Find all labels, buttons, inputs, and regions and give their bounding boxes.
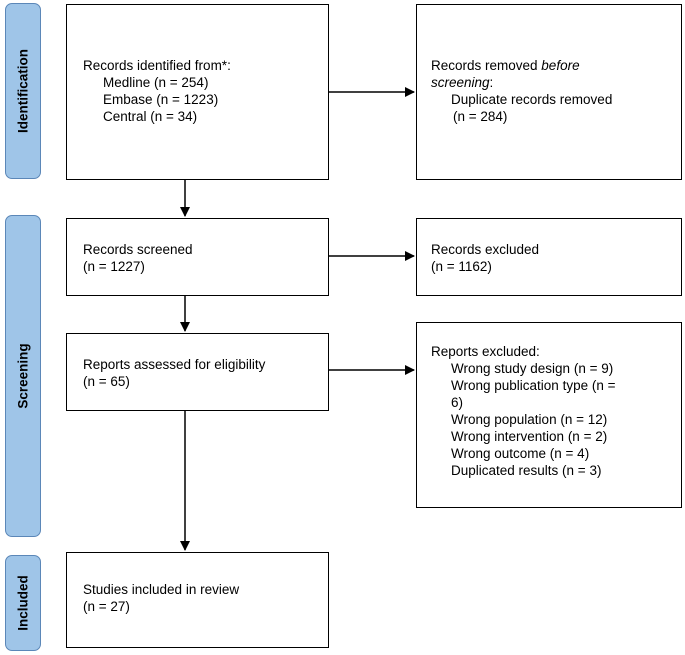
records-removed-before: before bbox=[541, 58, 580, 73]
reports-excluded-title: Reports excluded: bbox=[431, 344, 540, 359]
phase-identification: Identification bbox=[5, 3, 41, 179]
phase-screening: Screening bbox=[5, 215, 41, 537]
duplicate-records-label: Duplicate records removed bbox=[451, 92, 613, 107]
records-removed-colon: : bbox=[489, 75, 494, 90]
reports-assessed-title: Reports assessed for eligibility bbox=[83, 357, 266, 372]
records-screened-count: (n = 1227) bbox=[83, 259, 145, 274]
records-removed-line2: screening: bbox=[431, 74, 612, 91]
records-identified-title: Records identified from*: bbox=[83, 58, 231, 73]
records-excluded-box: Records excluded (n = 1162) bbox=[416, 218, 682, 296]
reason-population: Wrong population (n = 12) bbox=[451, 412, 608, 427]
records-removed-box: Records removed before screening: Duplic… bbox=[416, 4, 682, 180]
records-removed-text: Records removed bbox=[431, 58, 542, 73]
reason-duplicated-results: Duplicated results (n = 3) bbox=[451, 463, 602, 478]
source-central: Central (n = 34) bbox=[103, 109, 198, 124]
studies-included-count: (n = 27) bbox=[83, 599, 130, 614]
reason-outcome: Wrong outcome (n = 4) bbox=[451, 446, 590, 461]
reason-publication-type-cont: 6) bbox=[451, 395, 464, 410]
reports-excluded-box: Reports excluded: Wrong study design (n … bbox=[416, 322, 682, 508]
records-screened-box: Records screened (n = 1227) bbox=[66, 218, 329, 296]
records-excluded-title: Records excluded bbox=[431, 242, 540, 257]
records-removed-screening: screening bbox=[431, 75, 490, 90]
source-medline: Medline (n = 254) bbox=[103, 75, 209, 90]
studies-included-box: Studies included in review (n = 27) bbox=[66, 552, 329, 648]
source-embase: Embase (n = 1223) bbox=[103, 92, 219, 107]
reports-assessed-box: Reports assessed for eligibility (n = 65… bbox=[66, 333, 329, 411]
records-excluded-count: (n = 1162) bbox=[431, 259, 492, 274]
records-removed-line1: Records removed before bbox=[431, 57, 612, 74]
reason-study-design: Wrong study design (n = 9) bbox=[451, 361, 614, 376]
studies-included-title: Studies included in review bbox=[83, 582, 240, 597]
phase-included: Included bbox=[5, 555, 41, 651]
duplicate-records-count: (n = 284) bbox=[453, 109, 508, 124]
records-screened-title: Records screened bbox=[83, 242, 193, 257]
reason-intervention: Wrong intervention (n = 2) bbox=[451, 429, 608, 444]
reason-publication-type: Wrong publication type (n = bbox=[451, 378, 616, 393]
records-identified-box: Records identified from*: Medline (n = 2… bbox=[66, 4, 329, 180]
reports-assessed-count: (n = 65) bbox=[83, 374, 130, 389]
